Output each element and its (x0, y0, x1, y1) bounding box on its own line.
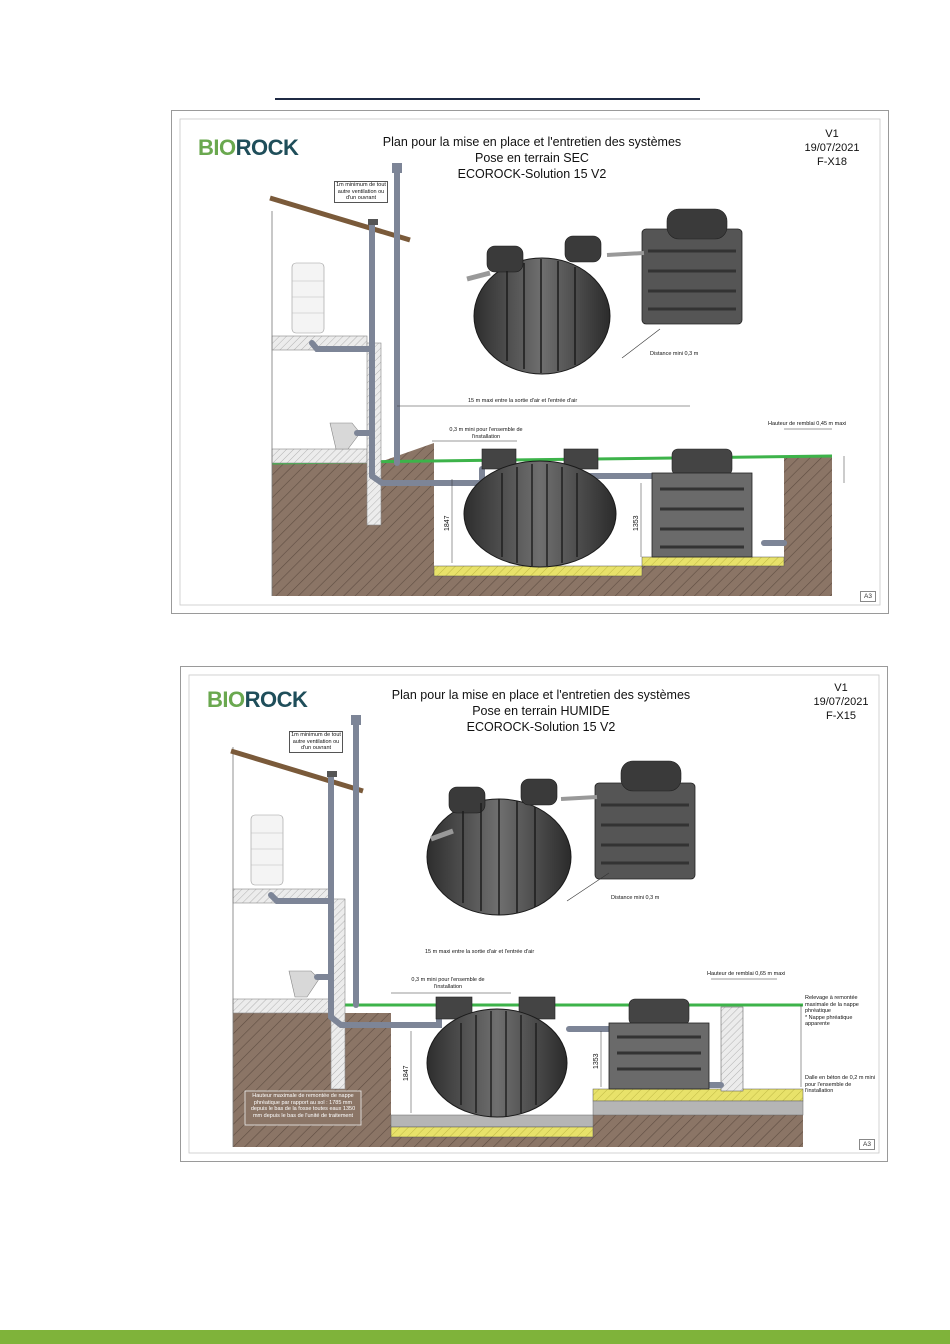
filter-dimension: 1353 (633, 515, 640, 531)
title-line-2: Pose en terrain SEC (475, 151, 589, 165)
tank-3d-view (466, 235, 611, 375)
distance-note: Distance mini 0,3 m (650, 351, 699, 357)
min-install-note: 0,3 m mini pour l'ensemble de l'installa… (449, 427, 523, 440)
pipe-network (268, 718, 724, 1088)
sheet-title: Plan pour la mise en place et l'entretie… (362, 134, 702, 182)
title-line-3: ECOROCK-Solution 15 V2 (466, 720, 616, 734)
sheet-meta: V1 19/07/2021 F-X15 (811, 681, 871, 723)
title-line-3: ECOROCK-Solution 15 V2 (457, 167, 607, 181)
version: V1 (825, 128, 839, 140)
sheet-title: Plan pour la mise en place et l'entretie… (371, 687, 711, 735)
format-badge: A3 (860, 591, 876, 602)
sheet-dry-ground: BIOROCK Plan pour la mise en place et l'… (171, 110, 889, 614)
title-line-1: Plan pour la mise en place et l'entretie… (391, 688, 691, 702)
toilet (288, 970, 320, 998)
filter-3d-view (560, 760, 696, 880)
treatment-unit (608, 998, 710, 1090)
header-rule (275, 98, 700, 100)
ventilation-note: 1m minimum de tout autre ventilation ou … (289, 731, 343, 753)
toilet (329, 422, 361, 450)
tank-dimension: 1847 (444, 515, 451, 531)
max-distance-note: 15 m maxi entre la sortie d'air et l'ent… (425, 949, 535, 955)
anchor-note: Relevage à remontée maximale de la nappe… (805, 995, 859, 1027)
brand-logo: BIOROCK (207, 687, 308, 712)
date: 19/07/2021 (813, 696, 869, 708)
septic-tank (426, 996, 568, 1118)
water-heater (291, 262, 325, 334)
backfill-note: Hauteur de remblai 0,65 m maxi (707, 971, 786, 977)
title-line-2: Pose en terrain HUMIDE (472, 704, 610, 718)
reference: F-X15 (826, 710, 856, 722)
ventilation-note: 1m minimum de tout autre ventilation ou … (334, 181, 388, 203)
sheet-wet-drawing (188, 674, 880, 1154)
sheet-dry-drawing (179, 118, 881, 606)
version: V1 (834, 682, 848, 694)
brand-logo: BIOROCK (198, 135, 299, 160)
anchor-block (720, 1006, 744, 1092)
treatment-unit (651, 448, 753, 558)
min-install-note: 0,3 m mini pour l'ensemble de l'installa… (411, 977, 485, 990)
tank-3d-view (426, 778, 572, 916)
filter-dimension: 1353 (593, 1053, 600, 1069)
max-distance-note: 15 m maxi entre la sortie d'air et l'ent… (468, 398, 578, 404)
reference: F-X18 (817, 156, 847, 168)
date: 19/07/2021 (804, 142, 860, 154)
water-heater (250, 814, 284, 886)
water-level-note: Hauteur maximale de remontée de nappe ph… (250, 1093, 356, 1119)
roof-beam (230, 748, 364, 794)
sheet-meta: V1 19/07/2021 F-X18 (802, 127, 862, 169)
tank-dimension: 1847 (403, 1065, 410, 1081)
slab-note: Dalle en béton de 0,2 m mini pour l'ense… (805, 1075, 876, 1094)
backfill-note: Hauteur de remblai 0,45 m maxi (768, 421, 847, 427)
septic-tank (463, 448, 617, 568)
format-badge: A3 (859, 1139, 875, 1150)
footer-bar (0, 1330, 950, 1344)
roof-beam (269, 195, 411, 243)
sheet-wet-ground: BIOROCK Plan pour la mise en place et l'… (180, 666, 888, 1162)
title-line-1: Plan pour la mise en place et l'entretie… (382, 135, 682, 149)
filter-3d-view (606, 208, 743, 325)
distance-note: Distance mini 0,3 m (611, 895, 660, 901)
